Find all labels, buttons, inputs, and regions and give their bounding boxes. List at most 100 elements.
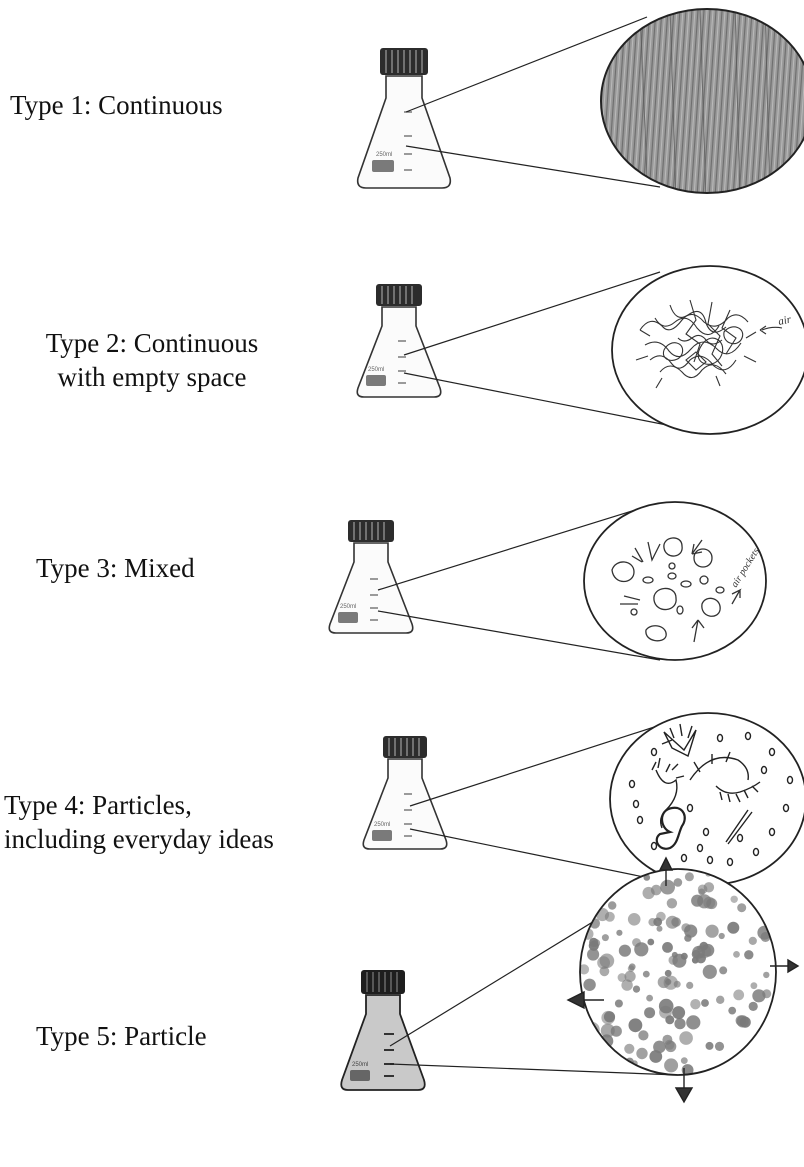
- particle-dot: [597, 956, 610, 970]
- particle-dot: [727, 921, 740, 934]
- zoom-lines-2: [403, 271, 683, 429]
- particle-dot: [595, 897, 604, 905]
- particle-dot: [698, 888, 706, 896]
- particle-dot: [614, 999, 623, 1008]
- particle-dot: [733, 951, 740, 958]
- particle-dot: [673, 878, 683, 887]
- particle-dot: [665, 978, 672, 986]
- particle-dot: [748, 1001, 758, 1012]
- zoom-lines-3: [377, 505, 661, 661]
- particle-dot: [659, 1005, 672, 1019]
- type-4-label-line-1: Type 4: Particles,: [4, 790, 192, 820]
- particle-dot: [627, 913, 641, 926]
- flask-2: 250ml: [356, 284, 442, 398]
- zoom-circle-1: [600, 8, 804, 194]
- particle-dot: [603, 1011, 616, 1023]
- particle-dot: [701, 999, 709, 1007]
- type-2-label: Type 2: Continuous with empty space: [24, 326, 280, 394]
- particle-dot: [664, 1058, 679, 1073]
- particle-dot: [666, 898, 678, 909]
- particle-dot: [618, 944, 632, 957]
- particle-dot: [738, 1058, 749, 1068]
- particle-dot: [648, 918, 657, 927]
- particle-dot: [747, 1056, 758, 1067]
- air-annotation: air: [759, 313, 793, 335]
- particle-dot: [674, 1018, 686, 1030]
- particle-dot: [690, 999, 701, 1010]
- particle-dot: [705, 1041, 714, 1050]
- particle-dot: [719, 966, 728, 975]
- flask-1-volume-text: 250ml: [376, 152, 392, 158]
- flask-2-volume-text: 250ml: [368, 367, 384, 373]
- particle-dot: [718, 932, 725, 940]
- zoom-circle-2: air: [611, 265, 804, 435]
- particle-dot: [672, 1006, 686, 1020]
- type-3-label: Type 3: Mixed: [36, 551, 195, 585]
- particle-dot: [610, 1025, 622, 1037]
- flask-4: 250ml: [362, 736, 448, 850]
- particle-dot: [612, 876, 620, 883]
- particle-dot: [679, 1031, 693, 1045]
- particle-dot: [589, 937, 599, 948]
- particle-dot: [766, 869, 774, 877]
- particle-dot: [730, 895, 738, 903]
- type-1-label-line-1: Type 1: Continuous: [10, 90, 223, 120]
- flask-5: 250ml: [340, 970, 426, 1091]
- particle-dot: [601, 934, 609, 942]
- type-4-diagram: 250ml: [362, 712, 804, 886]
- flask-3: 250ml: [328, 520, 414, 634]
- particle-dot: [697, 944, 712, 959]
- particle-dot: [583, 978, 596, 991]
- particle-dot: [714, 1041, 725, 1051]
- particle-dot: [752, 989, 766, 1003]
- particle-dot: [665, 915, 679, 929]
- air-annotation-text: air: [777, 313, 793, 328]
- particle-dot: [733, 989, 745, 1001]
- particle-dot: [748, 936, 757, 946]
- particle-dot: [684, 872, 694, 882]
- particle-dot: [628, 1018, 643, 1033]
- particle-dot: [646, 994, 653, 1002]
- particle-dot: [686, 981, 694, 990]
- zoom-circle-3: air pockets: [583, 501, 767, 661]
- particle-dot: [632, 985, 641, 993]
- particle-dot: [642, 970, 650, 978]
- type-5-label-line-1: Type 5: Particle: [36, 1021, 207, 1051]
- type-5-label: Type 5: Particle: [36, 1019, 207, 1053]
- particle-dot: [617, 973, 627, 982]
- particle-dot: [763, 971, 770, 979]
- particle-dot: [608, 901, 617, 910]
- particle-dot: [668, 955, 678, 965]
- particle-dot: [735, 1062, 748, 1075]
- particle-dot: [587, 948, 600, 961]
- type-5-diagram: 250ml: [340, 856, 800, 1104]
- particle-dot: [582, 896, 595, 910]
- flask-5-volume-text: 250ml: [352, 1062, 368, 1068]
- zoom-circle-4: [609, 712, 804, 886]
- particle-dot: [760, 1024, 775, 1039]
- type-2-diagram: 250ml: [356, 265, 804, 435]
- particle-dot: [600, 1023, 615, 1038]
- particle-dot: [660, 879, 675, 895]
- particle-dot: [649, 1050, 663, 1063]
- particle-dot: [636, 1047, 648, 1060]
- particle-dot: [644, 1007, 656, 1019]
- tangled-strands: [635, 299, 757, 389]
- flask-4-volume-text: 250ml: [374, 822, 390, 828]
- type-2-label-line-2: with empty space: [57, 362, 247, 392]
- particle-dot: [656, 925, 663, 932]
- type-4-label: Type 4: Particles, including everyday id…: [4, 788, 274, 856]
- particle-dot: [728, 1006, 737, 1015]
- particle-dot: [736, 1015, 749, 1028]
- particle-dot: [763, 1046, 772, 1055]
- particle-dot: [624, 1043, 635, 1054]
- flask-1: 250ml: [356, 48, 452, 189]
- particle-dot: [624, 970, 636, 983]
- particle-dot: [762, 989, 772, 999]
- type-1-diagram: 250ml: [356, 8, 804, 194]
- particle-dot: [686, 1015, 701, 1030]
- particle-dot: [765, 1064, 774, 1073]
- zoom-circle-5: [566, 856, 800, 1104]
- type-2-label-line-1: Type 2: Continuous: [45, 328, 259, 358]
- particle-dot: [621, 979, 633, 991]
